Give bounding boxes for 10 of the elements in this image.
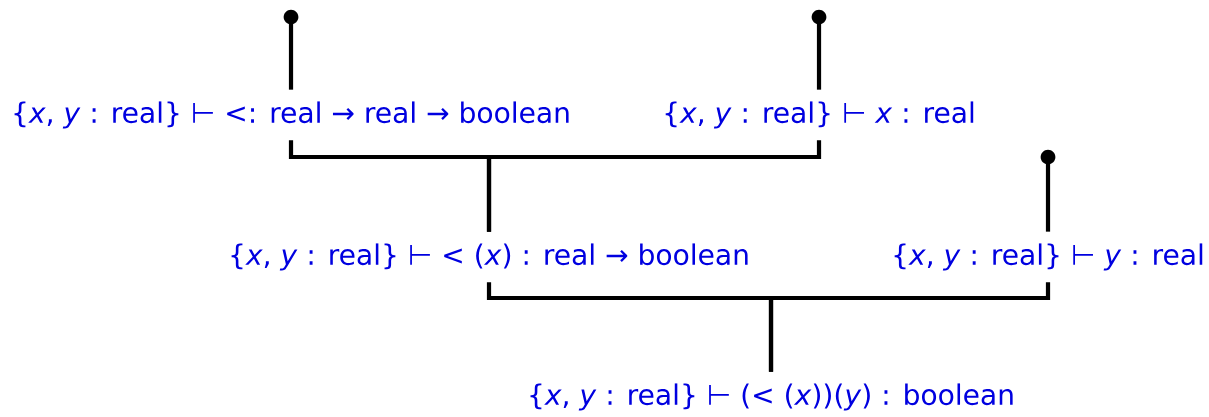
judgement-text: {x, y : real} ⊢ x : real	[665, 101, 974, 129]
tree-connector	[486, 140, 822, 232]
judgement-text: {x, y : real} ⊢ (< (x))(y) : boolean	[530, 383, 1013, 411]
tree-connector	[768, 282, 1051, 372]
judgement-text: {x, y : real} ⊢ < (x) : real → boolean	[231, 243, 748, 271]
judgement-text: {x, y : real} ⊢ y : real	[894, 243, 1203, 271]
leaf-line	[283, 9, 299, 90]
judgement-text: {x, y : real} ⊢ <: real → real → boolean	[14, 101, 569, 129]
leaf-line	[811, 9, 827, 90]
leaf-line	[1040, 149, 1056, 232]
